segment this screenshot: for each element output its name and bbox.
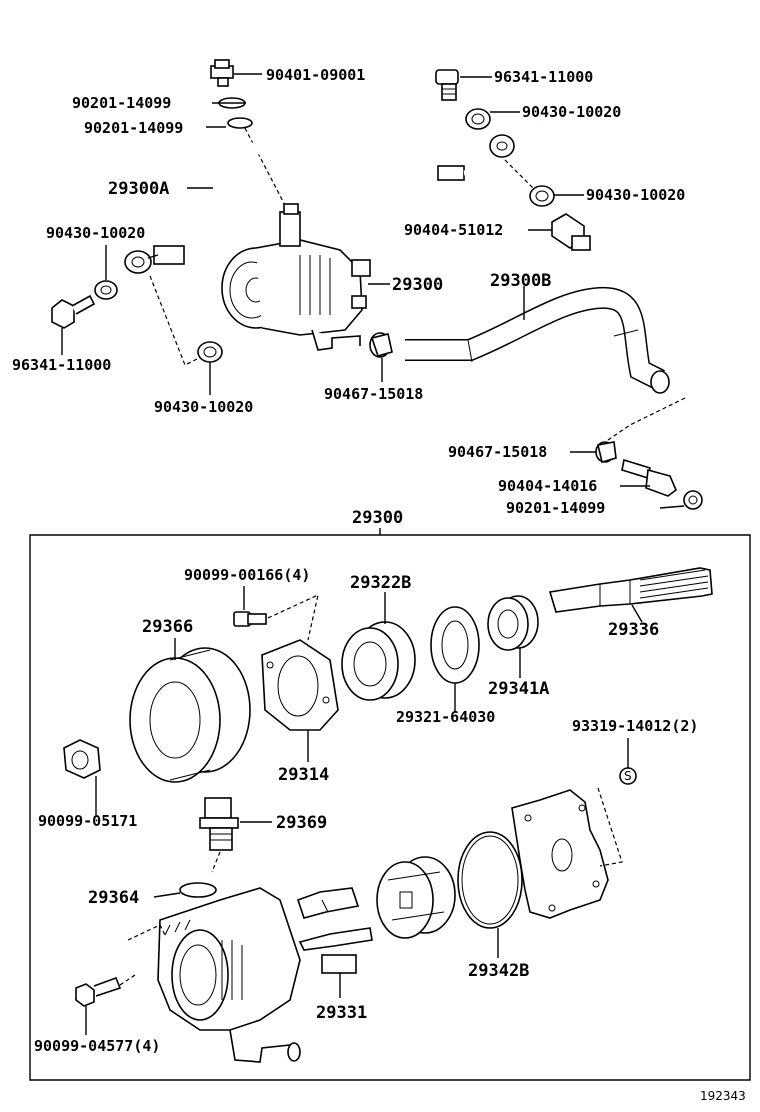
washer-90201-b — [227, 117, 253, 129]
clamp-90467-upper — [369, 332, 393, 358]
seal-29342b — [457, 831, 523, 929]
banjo-bolt-96341-top — [435, 69, 459, 101]
pump-housing — [157, 887, 301, 1063]
bolt-90401 — [210, 59, 234, 87]
seal-29341a — [487, 595, 539, 651]
union-90404-51012 — [551, 213, 591, 251]
label-90099-05171: 90099-05171 — [38, 812, 137, 830]
label-29300b: 29300B — [490, 271, 551, 291]
label-29300-box: 29300 — [352, 508, 403, 528]
label-96341-11000-top: 96341-11000 — [494, 68, 593, 86]
svg-text:S: S — [624, 769, 632, 783]
label-29314: 29314 — [278, 765, 329, 785]
banjo-fitting-right — [489, 134, 515, 158]
label-90099-00166: 90099-00166(4) — [184, 566, 310, 584]
bolt-90099-00166 — [233, 611, 267, 627]
label-90430-10020-right: 90430-10020 — [586, 186, 685, 204]
clamp-90467-lower — [595, 441, 617, 463]
exploded-view-frame — [29, 534, 751, 1081]
label-90430-10020-top: 90430-10020 — [522, 103, 621, 121]
pulley-29366 — [129, 647, 251, 783]
label-90467-15018-lower: 90467-15018 — [448, 443, 547, 461]
label-29322b: 29322B — [350, 573, 411, 593]
nut-90099-05171 — [63, 739, 101, 779]
label-90467-15018-upper: 90467-15018 — [324, 385, 423, 403]
label-29336: 29336 — [608, 620, 659, 640]
label-29341a: 29341A — [488, 679, 549, 699]
banjo-bolt-96341-left — [51, 294, 96, 329]
figure-number: 192343 — [700, 1089, 746, 1103]
label-29321-64030: 29321-64030 — [396, 708, 495, 726]
pump-29300-upper — [221, 203, 371, 351]
label-29300-upper: 29300 — [392, 275, 443, 295]
label-93319-14012: 93319-14012(2) — [572, 717, 698, 735]
label-29369: 29369 — [276, 813, 327, 833]
label-29331: 29331 — [316, 1003, 367, 1023]
label-90099-04577: 90099-04577(4) — [34, 1037, 160, 1055]
label-90404-14016: 90404-14016 — [498, 477, 597, 495]
label-29342b: 29342B — [468, 961, 529, 981]
bearing-29322b — [341, 621, 416, 701]
vanes-29331 — [296, 887, 373, 974]
washer-29321 — [430, 606, 480, 684]
bolt-90099-04577 — [75, 976, 122, 1007]
fitting-29369 — [199, 797, 239, 851]
label-29366: 29366 — [142, 617, 193, 637]
label-90401-09001: 90401-09001 — [266, 66, 365, 84]
oring-29364 — [179, 882, 217, 898]
banjo-fitting-left — [124, 250, 152, 274]
label-96341-11000-left: 96341-11000 — [12, 356, 111, 374]
label-90430-10020-lower: 90430-10020 — [154, 398, 253, 416]
label-29300a: 29300A — [108, 179, 169, 199]
union-90404-14016 — [621, 458, 677, 497]
rotor — [376, 856, 456, 939]
label-90201-14099-a: 90201-14099 — [72, 94, 171, 112]
label-90201-14099-c: 90201-14099 — [506, 499, 605, 517]
label-90201-14099-b: 90201-14099 — [84, 119, 183, 137]
label-29364: 29364 — [88, 888, 139, 908]
hose-29300a — [153, 141, 503, 265]
shaft-29336 — [548, 567, 713, 613]
label-90404-51012: 90404-51012 — [404, 221, 503, 239]
hose-29300b — [405, 287, 670, 394]
plate-29314 — [261, 639, 339, 731]
cover-plate — [511, 789, 609, 919]
label-90430-10020-left: 90430-10020 — [46, 224, 145, 242]
